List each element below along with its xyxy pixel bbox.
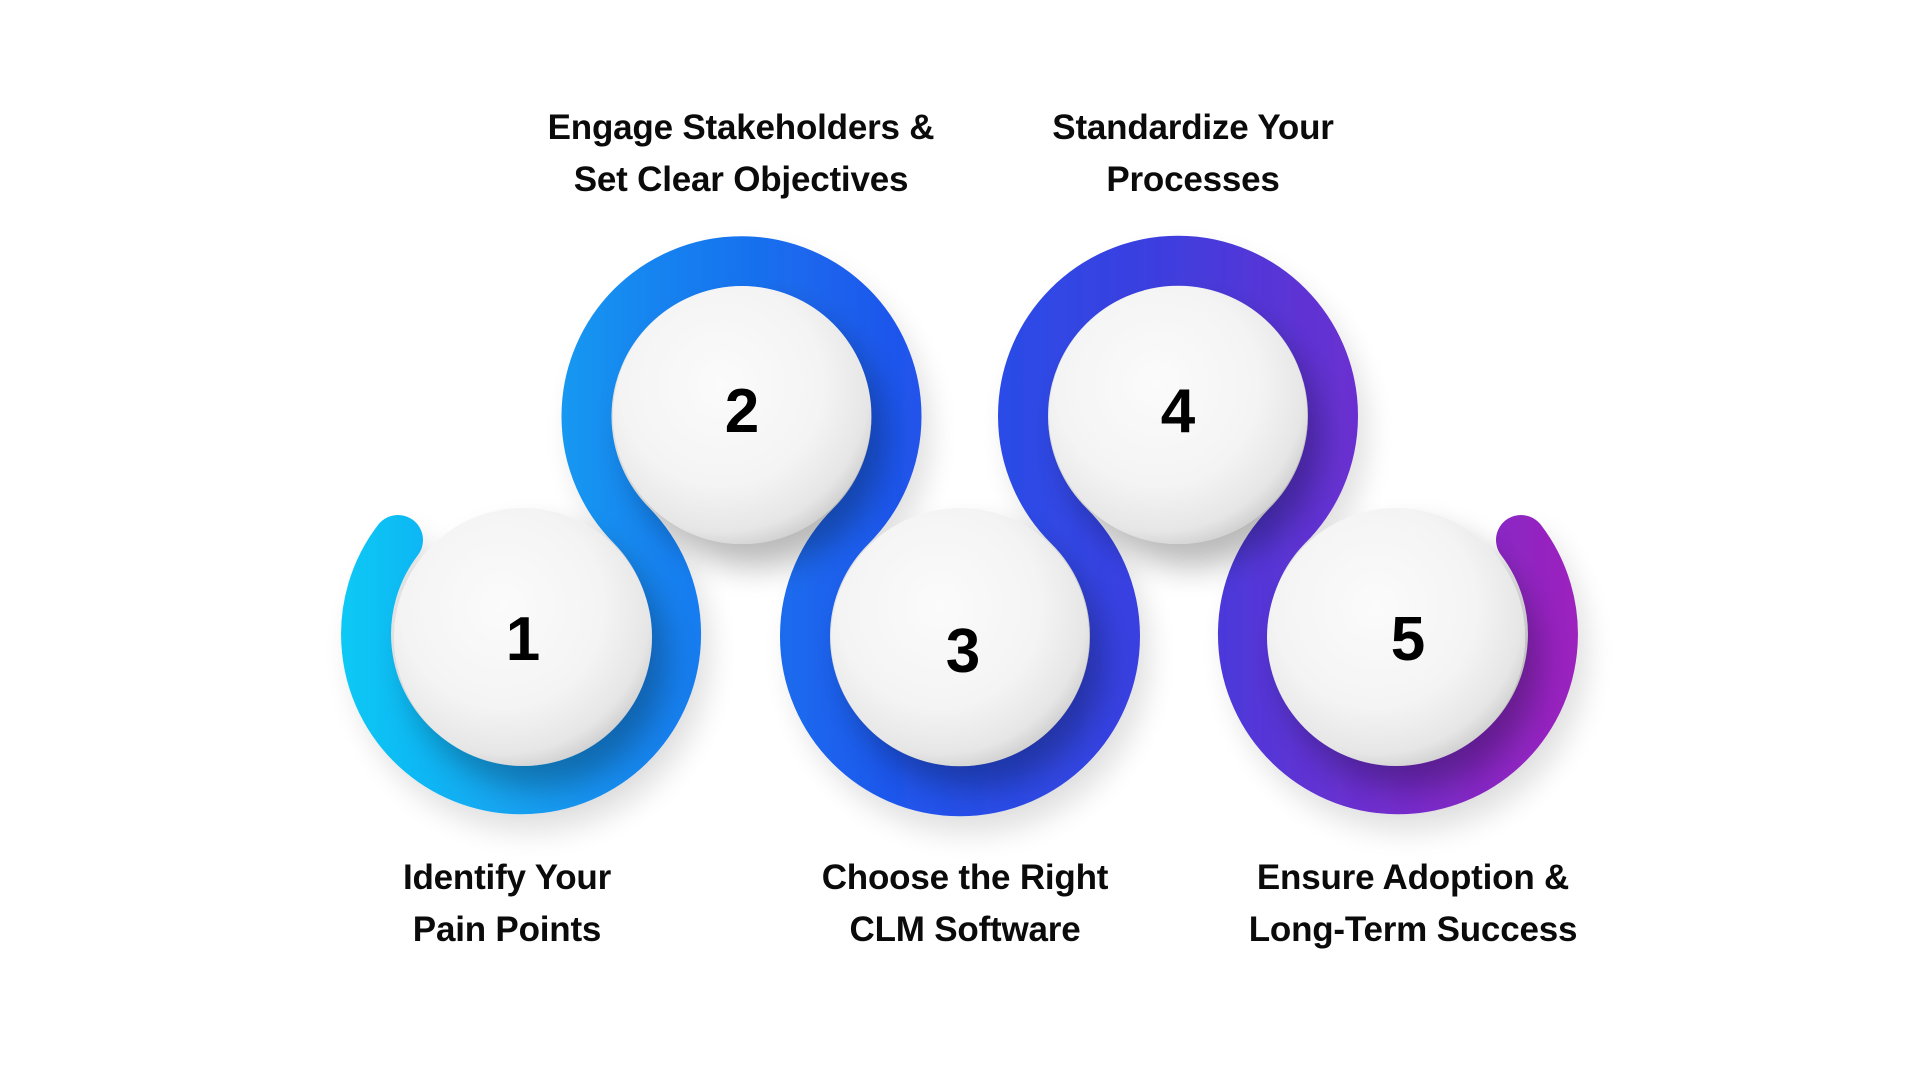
step-4-label-line1: Standardize Your	[1052, 108, 1334, 147]
step-2-label-line2: Set Clear Objectives	[573, 160, 909, 199]
step-5-label-line2: Long-Term Success	[1248, 910, 1578, 949]
step-2-ball	[613, 286, 871, 544]
connector-ribbon	[341, 235, 1578, 817]
step-1-number: 1	[506, 605, 540, 674]
step-3-label-line2: CLM Software	[849, 910, 1081, 949]
step-1-ball	[394, 508, 652, 766]
step-3-label-line1: Choose the Right	[821, 858, 1109, 897]
step-4-label-line2: Processes	[1106, 160, 1280, 199]
step-3-number: 3	[946, 617, 980, 686]
step-5-number: 5	[1391, 605, 1425, 674]
step-5-label: Ensure Adoption & Long-Term Success	[1183, 852, 1643, 956]
step-2-label: Engage Stakeholders & Set Clear Objectiv…	[511, 102, 971, 206]
step-1-label-line2: Pain Points	[412, 910, 602, 949]
step-5-label-line1: Ensure Adoption &	[1256, 858, 1570, 897]
step-4-number: 4	[1161, 377, 1196, 446]
step-1-label: Identify Your Pain Points	[277, 852, 737, 956]
step-2-label-line1: Engage Stakeholders &	[547, 108, 935, 147]
step-3-ball	[831, 508, 1089, 766]
step-3-label: Choose the Right CLM Software	[735, 852, 1195, 956]
step-1-label-line1: Identify Your	[402, 858, 612, 897]
step-2-number: 2	[725, 377, 759, 446]
step-4-label: Standardize Your Processes	[963, 102, 1423, 206]
step-5-ball	[1267, 508, 1525, 766]
step-4-ball	[1049, 286, 1307, 544]
